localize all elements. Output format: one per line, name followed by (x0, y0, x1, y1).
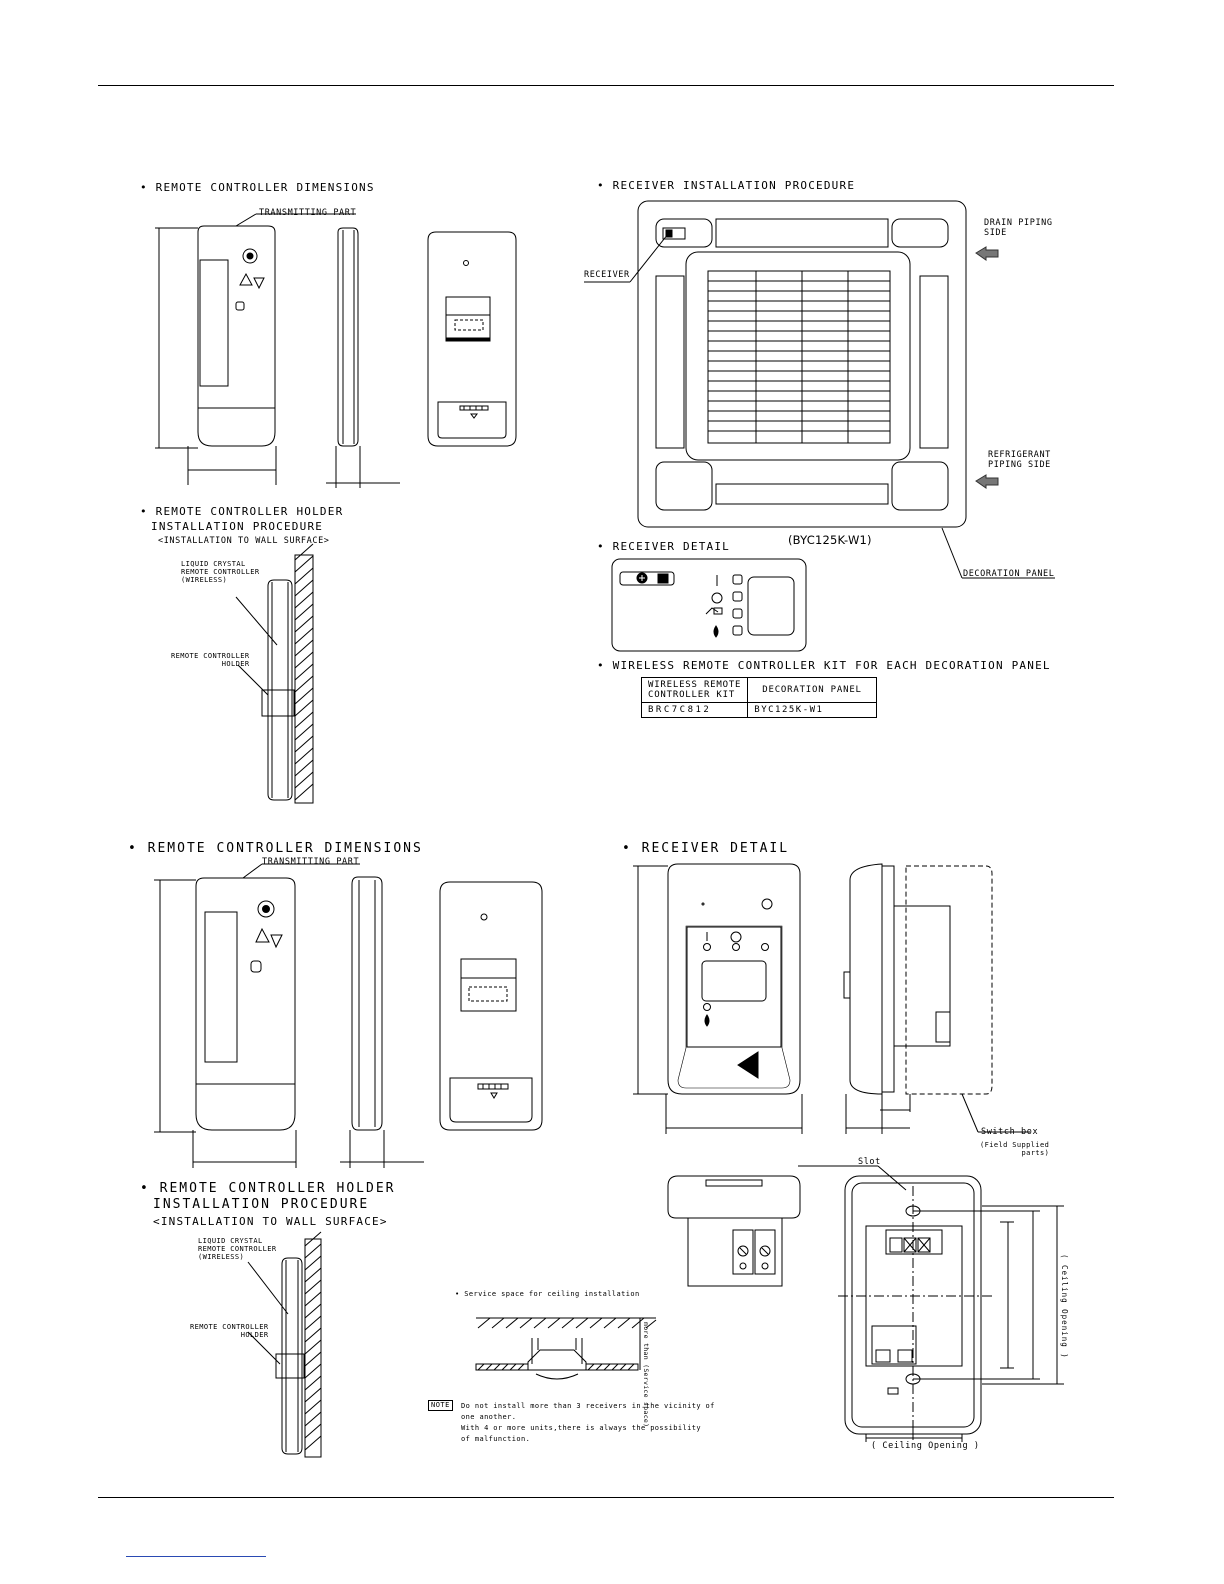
footer-link-underline[interactable] (126, 1556, 266, 1557)
decoration-panel-label: DECORATION PANEL (963, 569, 1055, 579)
kit-table: WIRELESS REMOTE CONTROLLER KIT DECORATIO… (640, 677, 877, 718)
switch-box-label: Switch box (981, 1127, 1039, 1137)
bottom-holder-title-line2: INSTALLATION PROCEDURE (153, 1197, 370, 1212)
top-receiver-detail (612, 559, 806, 651)
receiver-label: RECEIVER (584, 270, 630, 280)
top-holder-title-line1: • REMOTE CONTROLLER HOLDER (140, 505, 344, 518)
kit-table-value-panel: BYC125K-W1 (747, 702, 877, 718)
drain-piping-label: DRAIN PIPING SIDE (984, 218, 1053, 238)
bottom-receiver-terminal-view (668, 1176, 800, 1286)
bottom-holder-title-line1: • REMOTE CONTROLLER HOLDER (140, 1181, 396, 1196)
kit-table-header-kit: WIRELESS REMOTE CONTROLLER KIT (640, 677, 749, 703)
top-holder-title-line3: <INSTALLATION TO WALL SURFACE> (158, 536, 330, 546)
service-space-title: • Service space for ceiling installation (455, 1290, 640, 1298)
bottom-remote-dims-title: • REMOTE CONTROLLER DIMENSIONS (128, 841, 423, 856)
footer-rule (98, 1497, 1114, 1498)
bottom-transmitting-part-label: TRANSMITTING PART (262, 857, 360, 867)
slot-label: Slot (858, 1157, 881, 1167)
top-transmitting-part-label: TRANSMITTING PART (259, 208, 357, 218)
header-rule (98, 85, 1114, 86)
service-space-vertical-label: more than (Service space) (642, 1322, 650, 1428)
top-holder-install (236, 544, 313, 803)
refrigerant-piping-label: REFRIGERANT PIPING SIDE (988, 450, 1051, 470)
bottom-remote-back (440, 882, 542, 1130)
top-remote-dims-title: • REMOTE CONTROLLER DIMENSIONS (140, 181, 375, 194)
top-holder-label: REMOTE CONTROLLER HOLDER (171, 652, 250, 668)
top-lcd-remote-label: LIQUID CRYSTAL REMOTE CONTROLLER (WIRELE… (181, 560, 260, 584)
note-tag: NOTE (428, 1400, 453, 1411)
kit-table-header-panel: DECORATION PANEL (747, 677, 877, 703)
top-remote-front (198, 226, 275, 446)
ceiling-opening-horizontal-label: ( Ceiling Opening ) (871, 1441, 980, 1451)
bottom-lcd-remote-label: LIQUID CRYSTAL REMOTE CONTROLLER (WIRELE… (198, 1237, 277, 1261)
decoration-model-label: (BYC125K-W1) (788, 533, 872, 547)
bottom-holder-label: REMOTE CONTROLLER HOLDER (190, 1323, 269, 1339)
bottom-holder-title-line3: <INSTALLATION TO WALL SURFACE> (153, 1215, 388, 1228)
top-remote-back (428, 232, 516, 446)
refrigerant-arrow-icon (976, 475, 998, 488)
top-holder-title-line2: INSTALLATION PROCEDURE (151, 520, 324, 533)
bottom-receiver-detail-title: • RECEIVER DETAIL (622, 841, 790, 856)
bottom-remote-side (352, 877, 382, 1130)
service-space-diagram (476, 1318, 656, 1379)
drain-arrow-icon (976, 247, 998, 260)
field-supplied-label: (Field Supplied parts) (980, 1141, 1050, 1157)
bottom-receiver-side (844, 864, 992, 1094)
note-text: Do not install more than 3 receivers in … (461, 1402, 715, 1443)
top-receiver-detail-title: • RECEIVER DETAIL (597, 540, 730, 553)
bottom-switch-box-view (838, 1176, 994, 1434)
ceiling-opening-vertical-label: ( Ceiling Opening ) (1060, 1254, 1069, 1359)
bottom-holder-install (248, 1232, 321, 1457)
kit-title: • WIRELESS REMOTE CONTROLLER KIT FOR EAC… (597, 659, 1051, 672)
top-remote-side (338, 228, 358, 446)
bottom-remote-front (196, 878, 295, 1130)
receiver-install-title: • RECEIVER INSTALLATION PROCEDURE (597, 179, 856, 192)
decoration-panel (584, 201, 966, 527)
bottom-receiver-front (668, 864, 800, 1094)
kit-table-value-kit: BRC7C812 (640, 702, 749, 718)
